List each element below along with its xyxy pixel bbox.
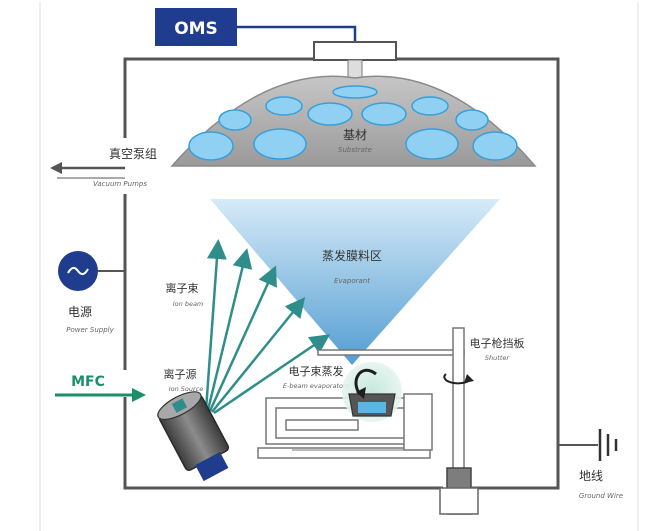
- ground-symbol-icon: [598, 429, 618, 461]
- ion-beam-ray: [204, 239, 227, 411]
- arrow-left-icon: [50, 162, 62, 174]
- power-supply-label-cn: 电源: [68, 305, 92, 319]
- ground-label-en: Ground Wire: [579, 492, 623, 500]
- arrow-right-icon: [132, 388, 146, 402]
- ion-source-label-en: Ion Source: [169, 385, 204, 393]
- ion-beam-ray: [206, 248, 253, 411]
- chamber-frame: [123, 57, 560, 490]
- power-supply-label-en: Power Supply: [66, 326, 114, 334]
- mfc-inlet: MFC: [55, 374, 146, 402]
- sine-wave-icon: [67, 267, 89, 275]
- shutter-label-en: Shutter: [485, 354, 510, 362]
- ion-beams: [204, 239, 331, 415]
- ion-beam-ray: [213, 334, 331, 415]
- ion-source: 离子源 Ion Source: [157, 367, 230, 482]
- evaporant-label-en: Evaporant: [334, 277, 370, 285]
- ion-beam-label-cn: 离子束: [166, 281, 199, 295]
- oms-port: [313, 41, 397, 61]
- mfc-label: MFC: [71, 374, 105, 390]
- shutter-plate: [317, 349, 465, 356]
- vacuum-pump-label-cn: 真空泵组: [109, 147, 157, 161]
- ebeam-label-cn: 电子束蒸发: [289, 364, 344, 378]
- ground-label-cn: 地线: [579, 469, 603, 483]
- power-supply: 电源 Power Supply: [58, 251, 125, 334]
- ion-beam-ray: [211, 297, 306, 413]
- substrate-dome: 基材 Substrate: [170, 75, 537, 167]
- oms-box: [155, 8, 237, 46]
- ion-source-label-cn: 离子源: [164, 367, 197, 381]
- ion-beam-ray: [208, 265, 277, 412]
- electron-path-arrow-icon: [354, 368, 377, 395]
- oms-label: OMS: [174, 19, 218, 39]
- substrate-label-en: Substrate: [338, 146, 372, 154]
- evaporant-cone: 蒸发膜料区 Evaporant: [210, 199, 500, 365]
- ebeam-evaporator: 电子束蒸发 E-beam evaporators: [257, 362, 433, 459]
- oms-module: OMS: [155, 8, 397, 83]
- vacuum-pump-port: 真空泵组 Vacuum Pumps: [50, 147, 157, 188]
- ion-beam-label-en: Ion beam: [173, 300, 204, 308]
- evaporant-label-cn: 蒸发膜料区: [322, 248, 382, 263]
- ebeam-label-en: E-beam evaporators: [283, 382, 350, 390]
- substrate-label-cn: 基材: [343, 128, 367, 142]
- shutter-label-cn: 电子枪挡板: [470, 336, 525, 350]
- ground-connection: 地线 Ground Wire: [558, 429, 623, 500]
- shutter-assembly: 电子枪挡板 Shutter: [317, 327, 525, 515]
- vacuum-pump-label-en: Vacuum Pumps: [93, 180, 147, 188]
